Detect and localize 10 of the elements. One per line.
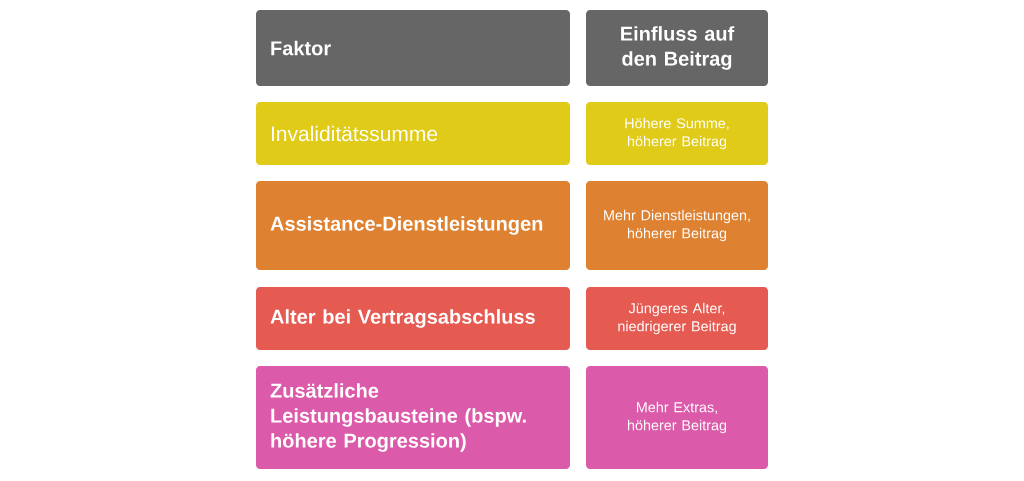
header-cell: Faktor: [256, 10, 570, 86]
header-cell: Einfluss auf den Beitrag: [586, 10, 768, 86]
factor-cell: Assistance-Dienstleistungen: [256, 181, 570, 270]
effect-cell: Mehr Extras, höherer Beitrag: [586, 366, 768, 469]
factor-cell: Zusätzliche Leistungsbausteine (bspw. höhere Progression): [256, 366, 570, 469]
factor-cell: Invaliditätssumme: [256, 102, 570, 165]
effect-cell: Jüngeres Alter, niedrigerer Beitrag: [586, 287, 768, 350]
effect-cell: Mehr Dienstleistungen, höherer Beitrag: [586, 181, 768, 270]
effect-cell: Höhere Summe, höherer Beitrag: [586, 102, 768, 165]
factor-cell: Alter bei Vertragsabschluss: [256, 287, 570, 350]
